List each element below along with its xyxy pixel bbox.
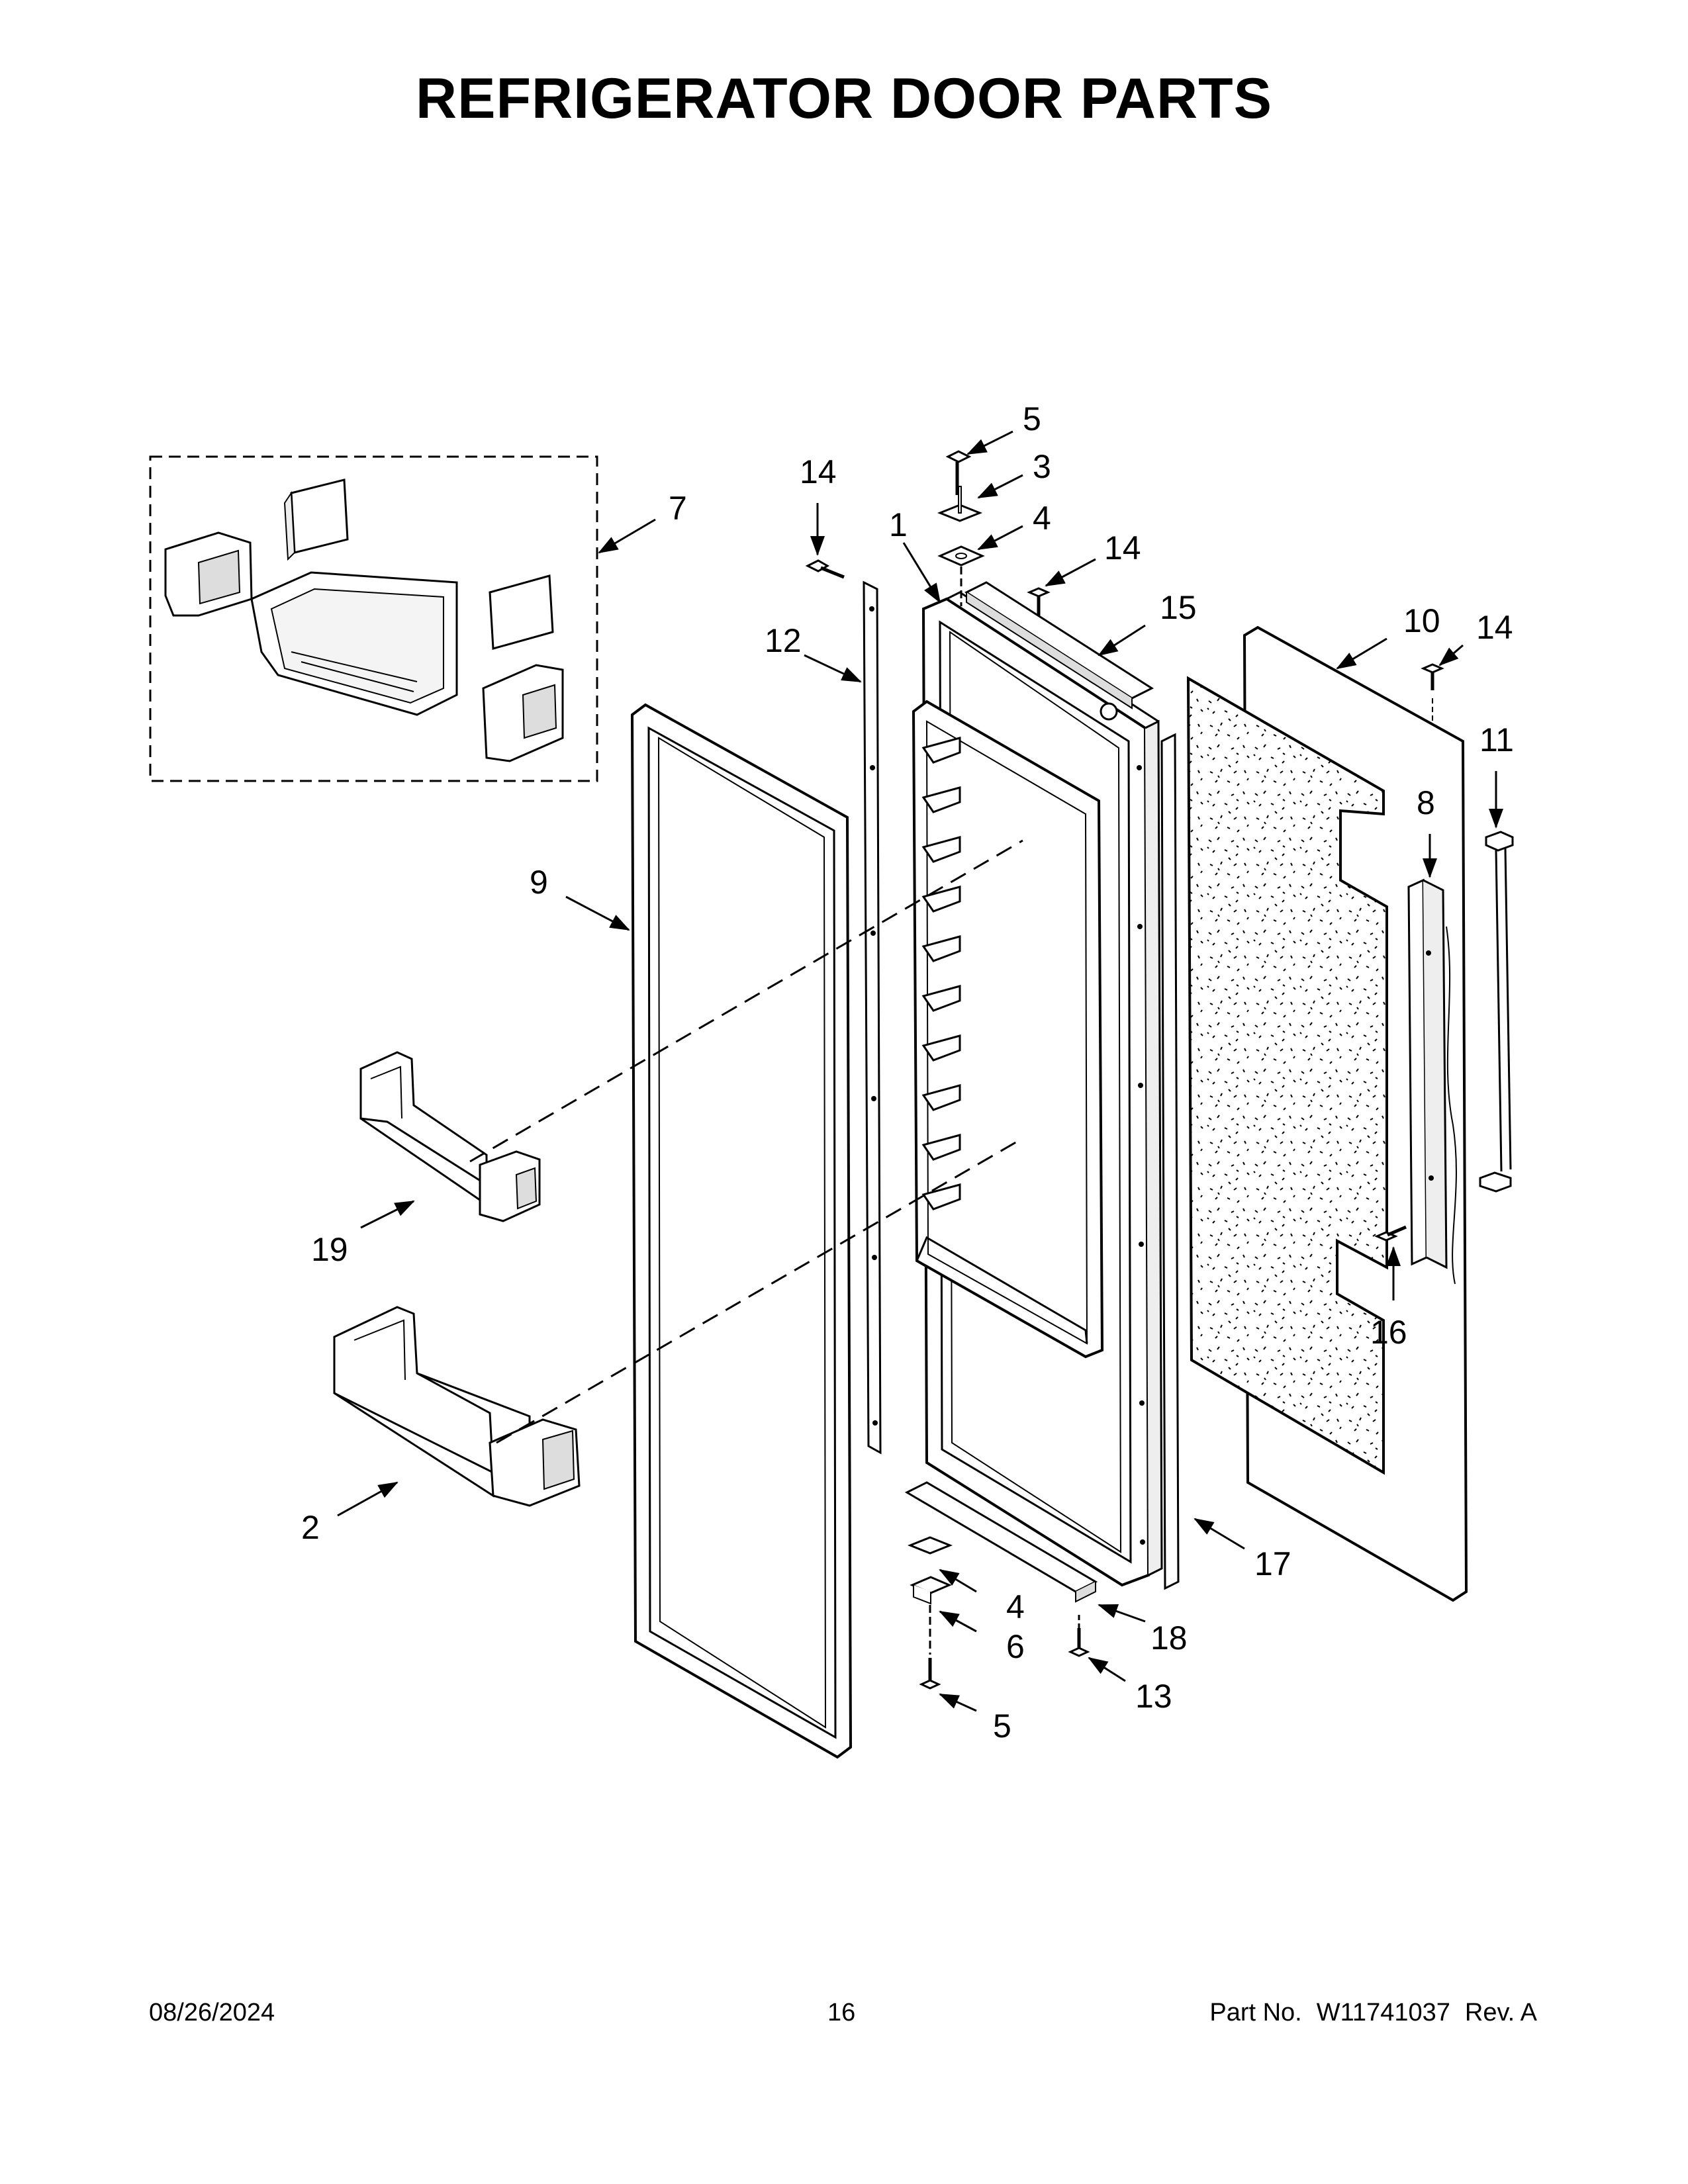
callouts: 5 3 4 1 14 14 15 10 14 11 8 7 12 9 19 2 … — [301, 400, 1514, 1745]
callout-16: 16 — [1370, 1314, 1407, 1351]
alignment-lines — [469, 839, 1023, 1444]
callout-13: 13 — [1135, 1678, 1172, 1715]
footer-page-number: 16 — [827, 1999, 856, 2026]
screw-16 — [1374, 1225, 1407, 1242]
screw-14-center — [1027, 587, 1051, 615]
callout-14-left: 14 — [800, 453, 837, 490]
callout-5-top: 5 — [1023, 400, 1041, 437]
item-11-handle — [1479, 831, 1514, 1193]
callout-7: 7 — [669, 490, 687, 527]
item-7-bin-assembly — [149, 455, 598, 782]
callout-3: 3 — [1033, 448, 1051, 485]
footer-part-number: W11741037 — [1316, 1999, 1450, 2026]
item-2-door-bin — [333, 1306, 581, 1507]
callout-4-top: 4 — [1033, 500, 1051, 537]
callout-1: 1 — [889, 506, 908, 543]
item-1-door-assembly — [912, 591, 1163, 1587]
item-7-dashed-frame — [149, 455, 598, 782]
footer-date: 08/26/2024 — [149, 1999, 275, 2026]
callout-14-center: 14 — [1104, 529, 1141, 567]
callout-18: 18 — [1150, 1619, 1188, 1657]
item-12-trim-strip — [863, 580, 882, 1455]
item-15-top-bracket — [964, 581, 1154, 709]
callout-6: 6 — [1006, 1628, 1025, 1665]
item-17-trim-strip — [1160, 733, 1180, 1590]
item-8-side-rail — [1407, 878, 1457, 1285]
callout-12: 12 — [765, 622, 802, 659]
callout-5-bottom: 5 — [993, 1707, 1011, 1745]
callout-9: 9 — [530, 864, 548, 901]
callout-10: 10 — [1403, 602, 1440, 639]
callout-11: 11 — [1479, 721, 1514, 758]
callout-8: 8 — [1417, 784, 1435, 821]
leader-arrows — [337, 430, 1503, 1712]
item-19-door-bin — [359, 1051, 541, 1222]
screw-14-left — [805, 559, 845, 579]
callout-19: 19 — [311, 1231, 348, 1268]
item-9-door-gasket — [630, 703, 853, 1759]
footer-revision: Rev. A — [1464, 1999, 1537, 2026]
page-title: REFRIGERATOR DOOR PARTS — [416, 67, 1272, 130]
callout-17: 17 — [1254, 1545, 1291, 1582]
callout-15: 15 — [1160, 589, 1197, 626]
callout-4-bottom: 4 — [1006, 1588, 1025, 1625]
footer-part-label: Part No. — [1209, 1999, 1302, 2026]
callout-14-right: 14 — [1476, 609, 1513, 646]
foam-insulation — [1186, 676, 1388, 1475]
screw-14-right — [1421, 663, 1444, 728]
footer-part-info: Part No. W11741037 Rev. A — [1195, 1999, 1537, 2027]
callout-2: 2 — [301, 1509, 320, 1546]
top-hinge-hardware — [937, 450, 985, 606]
